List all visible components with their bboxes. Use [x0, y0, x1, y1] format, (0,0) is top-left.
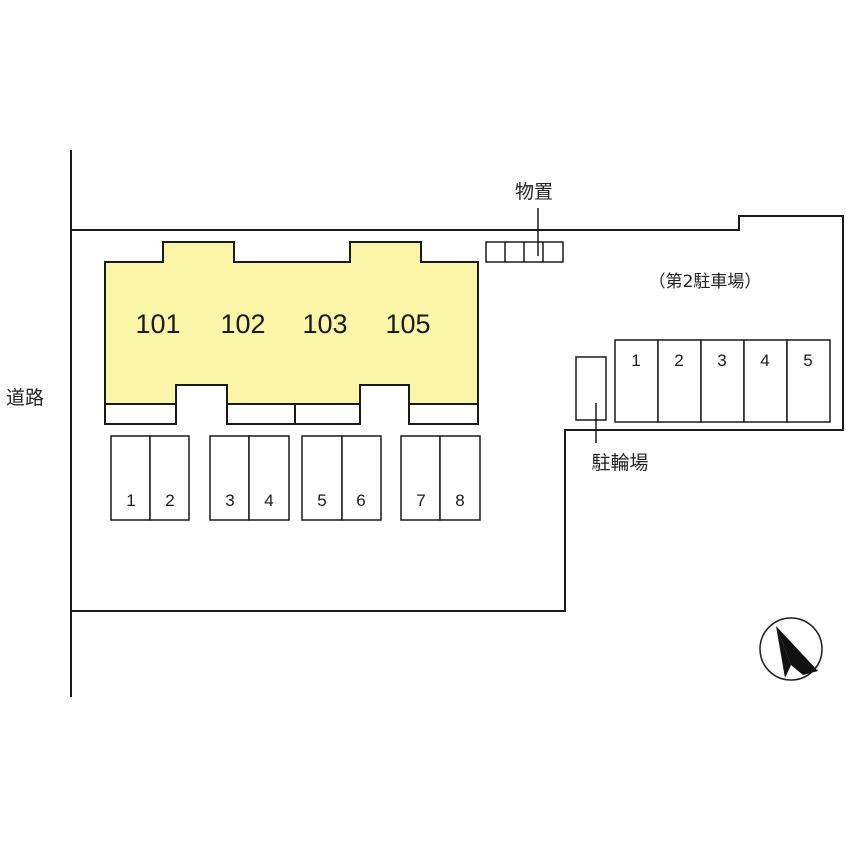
second-parking-label: （第2駐車場）: [649, 272, 762, 292]
bike-parking: [575, 356, 607, 421]
parking-number-6: 6: [356, 491, 365, 510]
unit-label-103: 103: [302, 309, 347, 339]
balcony-103: [294, 403, 361, 425]
parking-number-8: 8: [455, 491, 464, 510]
second-parking-space-1: [614, 339, 659, 423]
balcony-102: [226, 403, 296, 425]
second-parking-number-4: 4: [760, 351, 769, 370]
main-parking: 1 2 3 4 5 6 7 8: [110, 435, 481, 521]
second-parking-number-2: 2: [674, 351, 683, 370]
parking-space-8: [439, 435, 481, 521]
second-parking-number-3: 3: [717, 351, 726, 370]
road-label: 道路: [6, 387, 44, 409]
parking-number-1: 1: [126, 491, 135, 510]
unit-label-102: 102: [220, 309, 265, 339]
balcony-101: [104, 403, 177, 425]
site-boundary: [71, 215, 844, 612]
parking-space-1: [110, 435, 151, 521]
second-parking-space-2: [657, 339, 702, 423]
parking-number-5: 5: [317, 491, 326, 510]
parking-number-2: 2: [165, 491, 174, 510]
second-parking-number-5: 5: [803, 351, 812, 370]
second-parking-number-1: 1: [631, 351, 640, 370]
parking-space-3: [209, 435, 250, 521]
second-parking-space-5: [786, 339, 831, 423]
second-parking-space-4: [743, 339, 788, 423]
unit-label-101: 101: [135, 309, 180, 339]
storage-label: 物置: [515, 181, 553, 203]
second-parking-space-3: [700, 339, 745, 423]
second-parking: 1 2 3 4 5: [614, 339, 831, 423]
unit-label-105: 105: [385, 309, 430, 339]
balcony-105: [408, 403, 479, 425]
parking-space-7: [400, 435, 441, 521]
parking-space-6: [341, 435, 382, 521]
parking-number-4: 4: [264, 491, 273, 510]
north-arrow-icon: [759, 617, 823, 681]
parking-space-4: [248, 435, 290, 521]
parking-space-2: [149, 435, 190, 521]
parking-number-7: 7: [416, 491, 425, 510]
bike-parking-label: 駐輪場: [591, 452, 648, 474]
parking-number-3: 3: [225, 491, 234, 510]
